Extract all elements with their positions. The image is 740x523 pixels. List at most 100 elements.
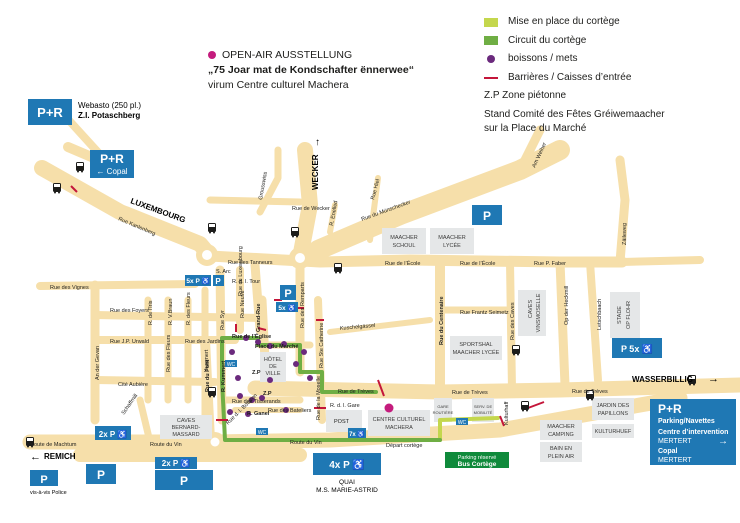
parking-right: P: [483, 209, 491, 223]
building-maacher-lycee: [430, 228, 474, 254]
street-centenaire: Rue du Centenaire: [439, 296, 445, 345]
roundabouts: [196, 244, 311, 452]
street-route-du-vin: Route du Vin: [150, 442, 182, 448]
direction-wasserbillig: WASSERBILLIG: [632, 375, 693, 384]
street-dl-tour: R. d. l. Tour: [232, 279, 260, 285]
street-ste-catherine: Rue Ste Catherine: [319, 323, 325, 368]
pr-arrow: →: [718, 436, 728, 447]
street-ganel: R. Ganel: [247, 411, 270, 417]
street-kulturhaff: Kulturhaff: [504, 401, 510, 425]
street-s-arc: S. Arc: [216, 269, 231, 275]
street-tisserands: Rue des Tisserands: [232, 399, 281, 405]
street-place-marche: Place du Marché: [255, 344, 298, 350]
label-bernard-3: MASSARD: [172, 432, 199, 438]
street-kummert: Kummert: [204, 349, 210, 372]
parking-boxes: P+R Webasto (250 pl.) Z.I. Potaschberg P…: [28, 99, 736, 496]
quai-line1: QUAI: [339, 479, 355, 486]
street-foyers: Rue des Foyers: [110, 308, 149, 314]
street-iris: R. de l’Iris: [148, 300, 154, 325]
label-jardin-2: PAPILLONS: [598, 411, 628, 417]
label-hotel-3: VILLE: [266, 371, 281, 377]
label-bain-1: BAIN EN: [550, 446, 572, 452]
street-rue-de-wecker: Rue de Wecker: [292, 206, 330, 212]
building-service-mobilite: [472, 398, 494, 422]
pr-webasto-line2: Z.I. Potaschberg: [78, 111, 140, 120]
direction-wecker: WECKER: [311, 154, 320, 190]
direction-remich: REMICH: [44, 452, 76, 461]
street-vignes: Rue des Vignes: [50, 285, 89, 291]
pr-ci: Centre d’intervention: [658, 429, 728, 436]
label-stade-2: OP FLOHR: [626, 301, 632, 329]
label-lycee-2: LYCÉE: [443, 242, 461, 249]
label-smo-2: MOBILITÉ: [474, 410, 493, 415]
street-rfleurs: R. des Fleurs: [186, 292, 192, 325]
street-letschbaach: Letschbaach: [597, 299, 603, 330]
label-jardin-1: JARDIN DES: [597, 403, 630, 409]
building-post: [326, 410, 362, 432]
direction-remich-arrow: ←: [30, 451, 41, 463]
parking-5x-center: 5x ♿: [278, 304, 295, 312]
street-enelled: R. Enelled: [329, 200, 339, 226]
parking-left-a: P: [97, 468, 105, 482]
street-eglise: Rue de l’Église: [232, 332, 271, 340]
legend-item: Z.P Zone piétonne: [484, 90, 734, 103]
street-kummert-r: R. Kummert: [221, 361, 227, 392]
street-grand-rue: Grand-Rue: [256, 304, 262, 332]
legend-label: Barrières / Caisses d’entrée: [508, 71, 632, 83]
street-jardins: Rue des Jardins: [185, 339, 225, 345]
legend-item: boissons / mets: [484, 53, 734, 66]
parking-center: P: [180, 474, 188, 488]
parking-7x: 7x ♿: [349, 430, 365, 438]
road-ecole: [204, 250, 628, 268]
building-maacher-camping: [540, 420, 582, 440]
parking-4x-quai: 4x P ♿: [329, 458, 365, 471]
street-rue-fleurs: Rue des Fleurs: [166, 334, 172, 372]
label-smo-1: SERV. DE: [474, 404, 493, 409]
street-syr: Rue Syr: [220, 310, 226, 330]
street-zaeileweg: Zäileweg: [622, 223, 628, 245]
legend-label: Mise en place du cortège: [508, 16, 620, 27]
label-kulturhuef: KULTURHUEF: [595, 429, 632, 435]
street-treves-2: Rue de Trèves: [452, 390, 488, 396]
direction-wasserbillig-arrow: →: [708, 373, 719, 385]
label-hotel-1: HÔTEL: [264, 356, 282, 363]
street-route-du-vin-2: Route du Vin: [290, 440, 322, 446]
building-kulturhuef: [592, 424, 634, 438]
street-jpurwald: Rue J.P. Urwald: [110, 339, 149, 345]
street-tanneurs: Rue des Tanneurs: [228, 260, 273, 266]
drinks-stands: [227, 335, 313, 417]
label-caves-vins-1: CAVES: [528, 300, 534, 319]
building-stade: [610, 292, 640, 338]
exhibition-text: OPEN-AIR AUSSTELLUNG „75 Joar mat de Kon…: [208, 48, 478, 94]
bus-reserved-line2: Bus Cortège: [458, 461, 497, 468]
parking-center-small: P: [284, 288, 291, 300]
building-caves-bernard-massard: [160, 415, 212, 439]
street-pfaber: Rue P. Faber: [534, 261, 566, 267]
parking-2x-center: 2x P ♿: [162, 458, 191, 468]
label-hotel-2: DE: [269, 364, 277, 370]
label-lycee-1: MAACHER: [438, 235, 466, 241]
exhibition-line2: „75 Joar mat de Kondschafter ënnerwee“: [208, 64, 414, 77]
label-caves-vins-2: VINSMOSELLE: [536, 293, 542, 332]
building-centre-culturel: [368, 410, 430, 436]
label-schoul-1: MAACHER: [390, 235, 418, 241]
legend-label: Circuit du cortège: [508, 34, 587, 46]
route-setup: [438, 416, 500, 442]
label-centre-1: CENTRE CULTUREL: [373, 417, 426, 423]
exhibition-line1: OPEN-AIR AUSSTELLUNG: [222, 49, 353, 61]
label-stade-1: STADE: [617, 306, 623, 324]
label-bernard-2: BERNARD-: [172, 425, 201, 431]
building-caves-vinsmoselle: [518, 290, 546, 336]
wc-1: WC: [227, 362, 236, 368]
label-camping-2: CAMPING: [548, 432, 574, 438]
legend-barrier-icon: [484, 76, 498, 79]
label-centre-2: MACHERA: [385, 425, 413, 431]
street-gevan: An der Gevan: [95, 346, 101, 380]
street-heckmill: Op der Heckmill: [564, 286, 570, 325]
building-gare-routiere: [434, 398, 452, 422]
pr-webasto-box: [28, 99, 72, 125]
exhibition-dot-icon: [208, 51, 216, 60]
exhibition-marker: [384, 403, 394, 413]
street-hiel: Rue Hiel: [370, 179, 381, 201]
